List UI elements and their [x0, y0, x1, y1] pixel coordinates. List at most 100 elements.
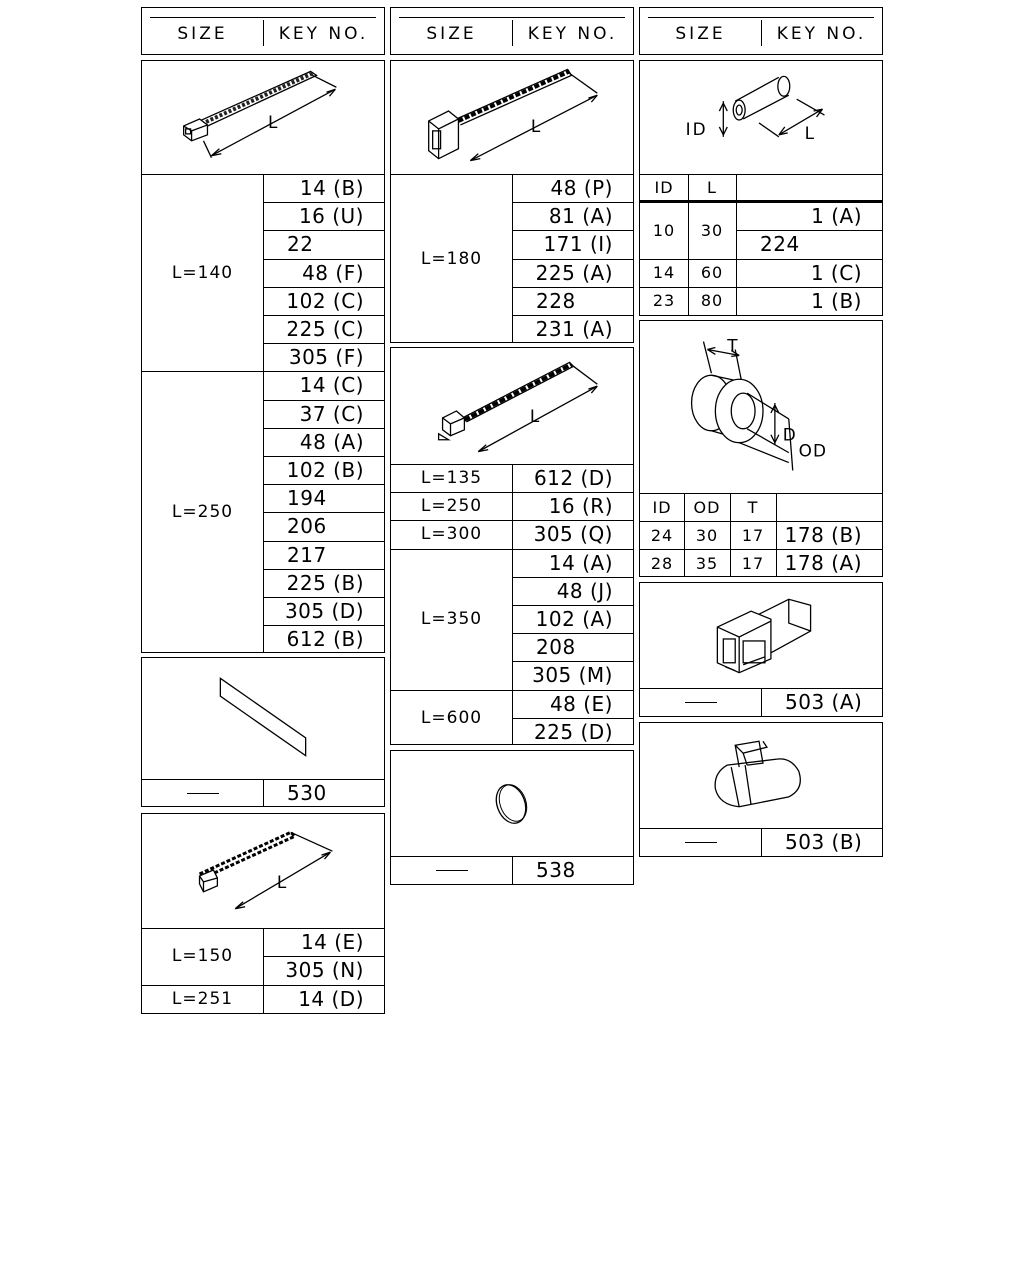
connector-a-figure [716, 598, 812, 674]
tie-d-key-cell: 14 (D) [298, 986, 364, 1011]
tie-c-key-cell: 16 (R) [548, 494, 613, 519]
tie-c-key-cell: 48 (E) [549, 691, 613, 716]
tube-key-cell: 1 (C) [810, 260, 862, 285]
tie-a-key-cell: 305 (F) [288, 345, 364, 370]
tie-a-key-cell: 22 [287, 232, 314, 257]
tie-c-size-cell: L=250 [420, 496, 483, 517]
tie-a-size-cell: L=250 [171, 502, 234, 523]
header-key-label: KEY NO. [776, 24, 867, 44]
tie-a-size-cell: L=140 [171, 262, 234, 283]
cable-tie-c-figure: L [437, 361, 598, 453]
connector-b-key: 503 (B) [785, 830, 863, 854]
tie-a-key-cell: 194 [287, 486, 327, 511]
tie-b-key-cell: 171 (I) [543, 232, 613, 257]
dim-label-l: L [530, 406, 540, 426]
grommet-key-cell: 178 (B) [784, 523, 862, 548]
grommet-figure: T D OD [690, 335, 826, 471]
tape-size [142, 779, 263, 807]
dim-label-l: L [277, 872, 287, 892]
connector-b-figure [714, 740, 801, 808]
header-size-label: SIZE [177, 24, 228, 44]
tube-id-cell: 14 [652, 263, 676, 283]
tie-a-key-cell: 102 (C) [286, 288, 364, 313]
grommet-id-cell: 24 [650, 525, 674, 545]
grommet-t-label: T [726, 335, 738, 355]
grommet-d-label: D [783, 425, 796, 445]
tie-c-key-cell: 48 (J) [556, 578, 613, 603]
tie-a-key-cell: 14 (C) [299, 373, 364, 398]
connector-a-size [640, 688, 761, 716]
tie-c-size-cell: L=135 [420, 468, 483, 489]
tie-a-key-cell: 612 (B) [286, 627, 364, 652]
tie-c-size-cell: L=350 [420, 609, 483, 630]
tie-b-key-cell: 48 (P) [550, 176, 613, 201]
cable-tie-a-figure: L [183, 70, 337, 158]
tie-c-key-cell: 208 [536, 635, 576, 660]
header-col3: SIZE KEY NO. [639, 7, 883, 55]
disc-panel: 538 [390, 750, 634, 885]
tie-d-size-cell: L=251 [171, 988, 234, 1009]
tie-a-key-cell: 48 (F) [302, 260, 364, 285]
grommet-col-t: T [747, 497, 759, 517]
header-col2: SIZE KEY NO. [390, 7, 634, 55]
tie-c-key-cell: 102 (A) [535, 607, 613, 632]
tape-figure [219, 677, 307, 757]
grommet-t-cell: 17 [741, 525, 765, 545]
dim-label-l: L [268, 112, 278, 132]
grommet-col-od: OD [693, 497, 721, 517]
header-key-label: KEY NO. [278, 24, 369, 44]
tie-c-key-cell: 14 (A) [548, 550, 613, 575]
cable-tie-b-figure: L [428, 68, 598, 162]
tie-b-key-cell: 81 (A) [548, 204, 613, 229]
tube-l-cell: 80 [700, 291, 724, 311]
cable-tie-d-figure: L [198, 830, 333, 910]
tube-col-id: ID [654, 177, 674, 197]
tie-d-size-cell: L=150 [171, 946, 234, 967]
tie-a-key-cell: 48 (A) [299, 429, 364, 454]
tube-id-cell: 10 [652, 220, 676, 240]
tie-a-key-cell: 37 (C) [299, 401, 364, 426]
tie-c-size-cell: L=600 [420, 707, 483, 728]
tie-c-key-cell: 225 (D) [533, 719, 613, 744]
tube-figure: ID L [686, 75, 825, 143]
tie-c-size-cell: L=300 [420, 524, 483, 545]
header-size-label: SIZE [426, 24, 477, 44]
tube-id-label: ID [686, 119, 708, 139]
disc-figure [495, 784, 528, 824]
grommet-t-cell: 17 [741, 553, 765, 573]
tie-b-key-cell: 225 (A) [535, 260, 613, 285]
disc-size [391, 856, 512, 884]
tie-c-key-cell: 305 (M) [532, 663, 613, 688]
grommet-od-cell: 35 [695, 553, 719, 573]
tie-a-key-cell: 225 (B) [286, 570, 364, 595]
disc-key: 538 [536, 858, 576, 882]
tie-a-key-cell: 217 [287, 542, 327, 567]
tie-d-key-cell: 14 (E) [300, 930, 364, 955]
connector-a-key: 503 (A) [785, 690, 863, 714]
tie-b-size-cell: L=180 [420, 248, 483, 269]
dim-label-l: L [531, 116, 541, 136]
tie-c-key-cell: 305 (Q) [533, 522, 613, 547]
tube-key-cell: 1 (A) [811, 204, 862, 229]
connector-b-panel: 503 (B) [639, 722, 883, 857]
tube-id-cell: 23 [652, 291, 676, 311]
tie-a-key-cell: 102 (B) [286, 458, 364, 483]
header-key-label: KEY NO. [527, 24, 618, 44]
tie-d-key-cell: 305 (N) [285, 958, 364, 983]
tape-key: 530 [287, 781, 327, 805]
tie-a-key-cell: 225 (C) [286, 317, 364, 342]
header-size-label: SIZE [675, 24, 726, 44]
header-col1: SIZE KEY NO. [141, 7, 385, 55]
connector-b-size [640, 828, 761, 856]
tube-col-l: L [707, 177, 717, 197]
tube-l-cell: 30 [700, 220, 724, 240]
tie-a-key-cell: 14 (B) [299, 176, 364, 201]
tape-panel: 530 [141, 657, 385, 807]
tie-c-key-cell: 612 (D) [533, 466, 613, 491]
grommet-id-cell: 28 [650, 553, 674, 573]
cable-tie-c-panel: L L=135 612 (D) L=250 16 (R) L=300 305 (Q) L=3… [390, 347, 634, 745]
